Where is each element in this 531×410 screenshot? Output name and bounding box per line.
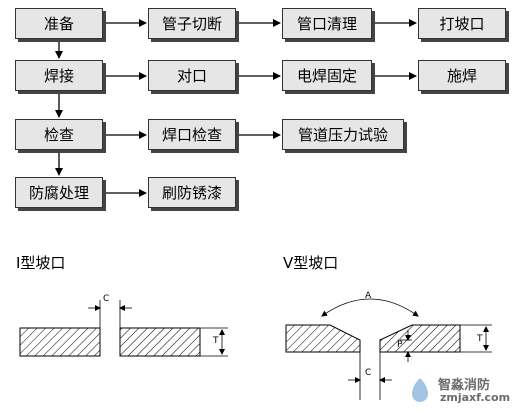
step-label: 刷防锈漆: [161, 184, 222, 202]
logo-icon: [412, 378, 428, 402]
i-thickness-label: T: [213, 336, 219, 346]
v-root-label: P: [397, 340, 403, 350]
step-tack-weld: 电焊固定: [282, 60, 372, 91]
step-label: 对口: [176, 67, 207, 85]
step-welding: 焊接: [15, 60, 103, 91]
i-bevel-title: I型坡口: [16, 254, 66, 272]
step-label: 电焊固定: [296, 67, 357, 85]
v-bevel-drawing: [285, 298, 492, 400]
step-label: 焊口检查: [161, 126, 222, 144]
v-gap-label: C: [365, 368, 372, 378]
step-label: 施焊: [446, 67, 477, 85]
step-pressure-test: 管道压力试验: [282, 119, 404, 150]
step-beveling: 打坡口: [418, 8, 506, 39]
step-prepare: 准备: [15, 8, 103, 39]
step-pipe-cleaning: 管口清理: [282, 8, 372, 39]
step-rust-paint: 刷防锈漆: [148, 177, 236, 208]
step-label: 焊接: [43, 67, 74, 85]
v-thickness-label: T: [477, 334, 483, 344]
watermark-name: 智淼消防: [438, 378, 491, 393]
step-alignment: 对口: [148, 60, 236, 91]
step-weld-inspection: 焊口检查: [148, 119, 236, 150]
step-label: 管道压力试验: [297, 126, 388, 144]
step-perform-weld: 施焊: [418, 60, 506, 91]
step-anticorrosion: 防腐处理: [15, 177, 103, 208]
step-label: 打坡口: [439, 15, 485, 33]
i-gap-label: C: [103, 294, 110, 304]
step-pipe-cutting: 管子切断: [148, 8, 236, 39]
v-bevel-title: V型坡口: [283, 254, 339, 272]
step-label: 管口清理: [296, 15, 357, 33]
i-bevel-drawing: [19, 300, 228, 357]
flow-arrows: [55, 19, 417, 197]
step-label: 检查: [43, 126, 74, 144]
step-label: 防腐处理: [28, 184, 89, 202]
v-angle-label: A: [365, 291, 372, 301]
step-label: 管子切断: [161, 15, 222, 33]
step-label: 准备: [43, 15, 74, 33]
step-inspection: 检查: [15, 119, 103, 150]
watermark-url: zmjaxf.com: [440, 391, 511, 404]
